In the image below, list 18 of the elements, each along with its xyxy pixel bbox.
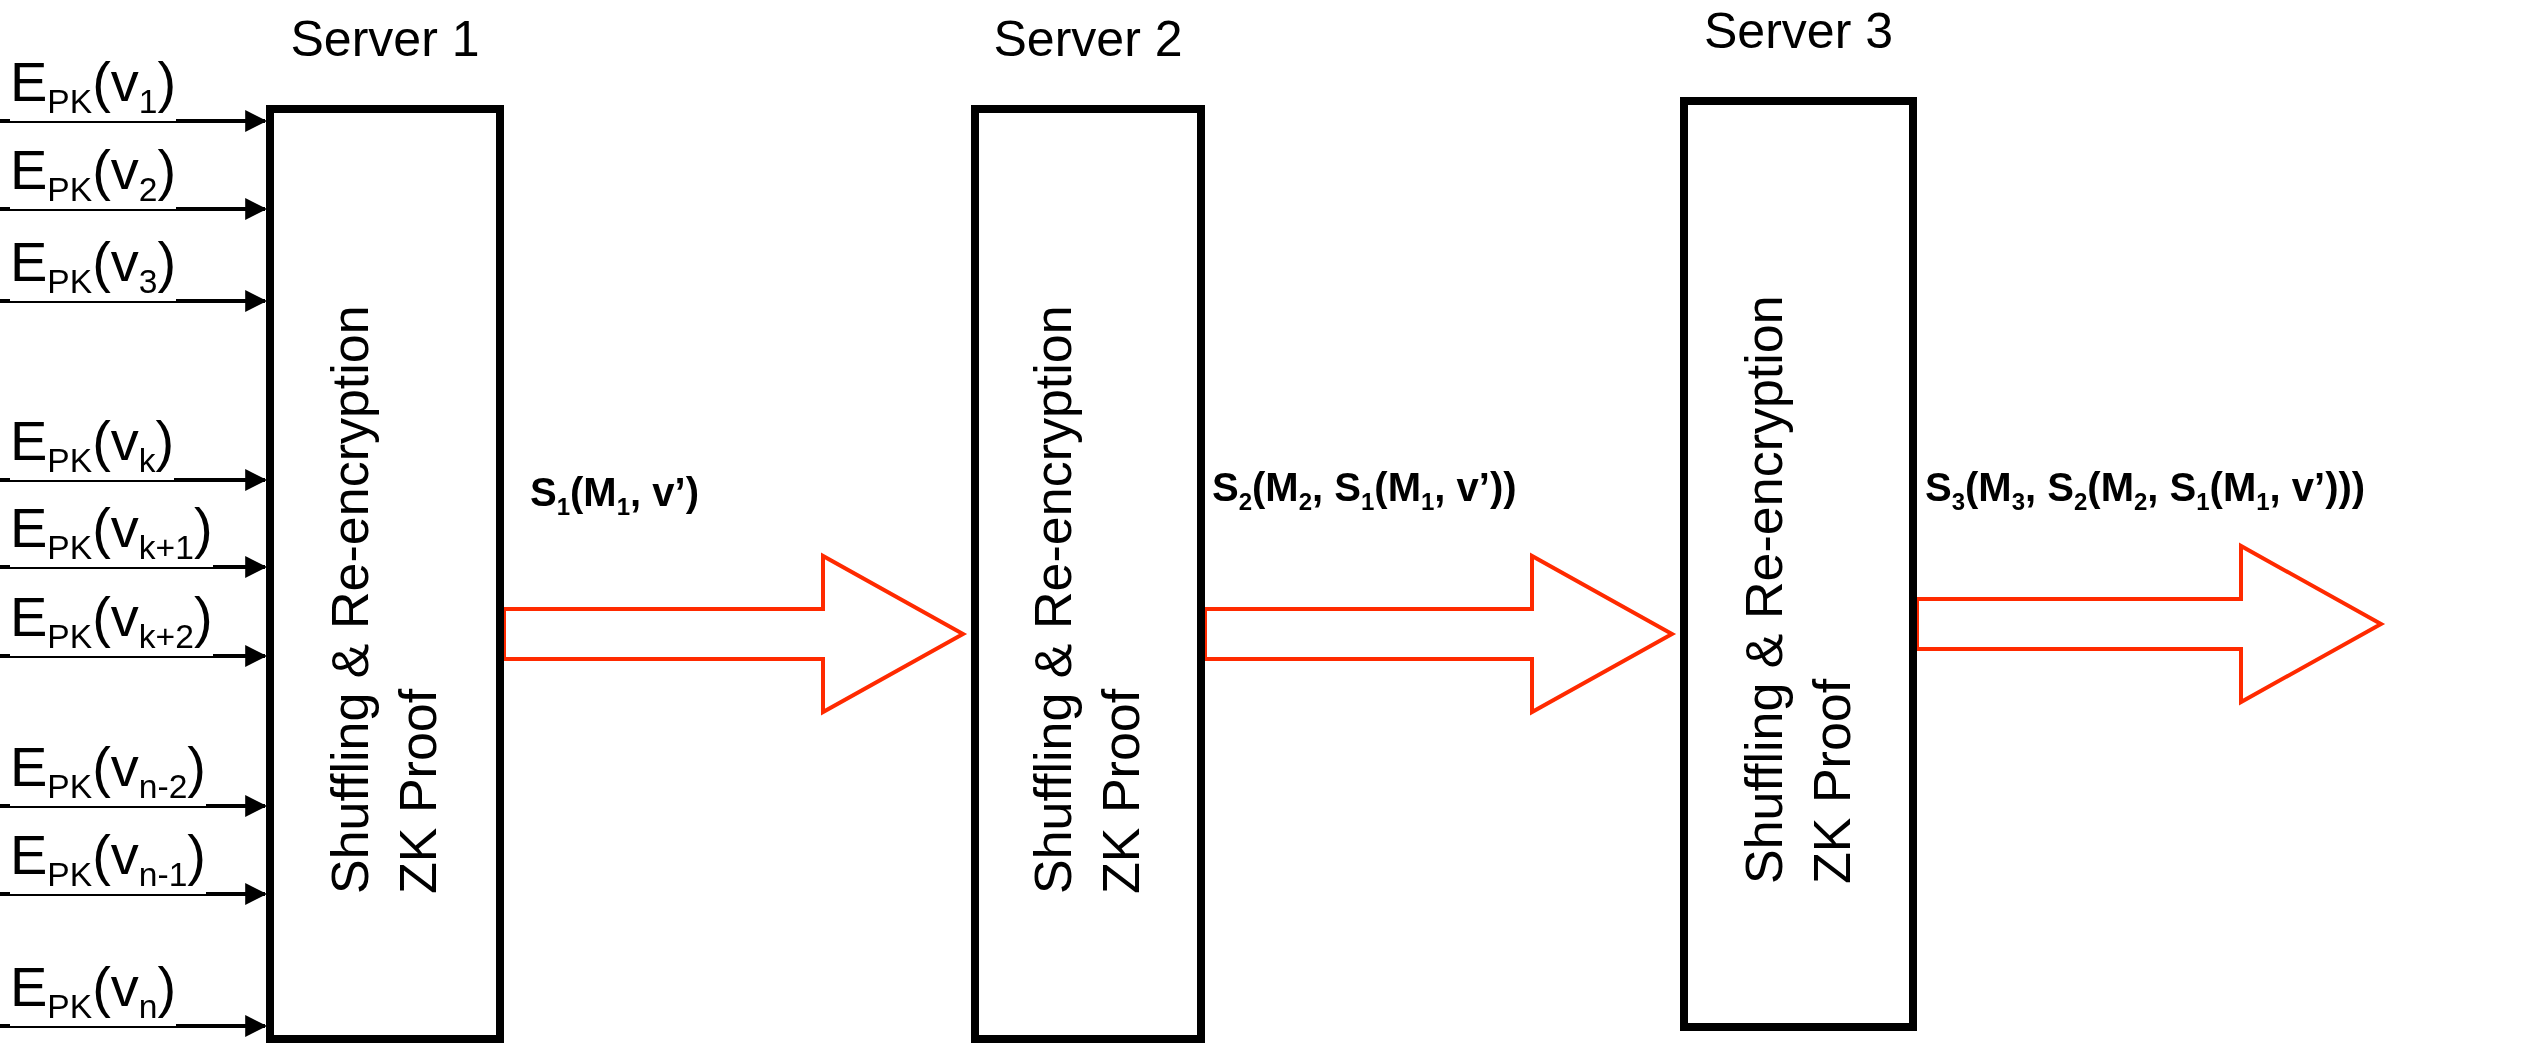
arrow	[0, 556, 268, 578]
server-title: Server 3	[1703, 2, 1894, 60]
arrow	[0, 110, 268, 132]
process-label: Shuffling & Re-encryption ZK Proof	[1733, 294, 1862, 884]
arrow	[0, 198, 268, 220]
arrow	[0, 883, 268, 905]
block-arrow	[1203, 552, 1677, 716]
process-label: Shuffling & Re-encryption ZK Proof	[1023, 304, 1151, 894]
arrow	[0, 290, 268, 312]
arrow	[0, 795, 268, 817]
arrow	[0, 645, 268, 667]
server-title: Server 2	[992, 10, 1184, 68]
block-arrow	[1915, 542, 2386, 706]
arrow	[0, 1015, 268, 1037]
arrow	[0, 469, 268, 491]
process-label: Shuffling & Re-encryption ZK Proof	[320, 304, 448, 894]
server-title: Server 1	[289, 10, 481, 68]
block-arrow	[502, 552, 968, 716]
